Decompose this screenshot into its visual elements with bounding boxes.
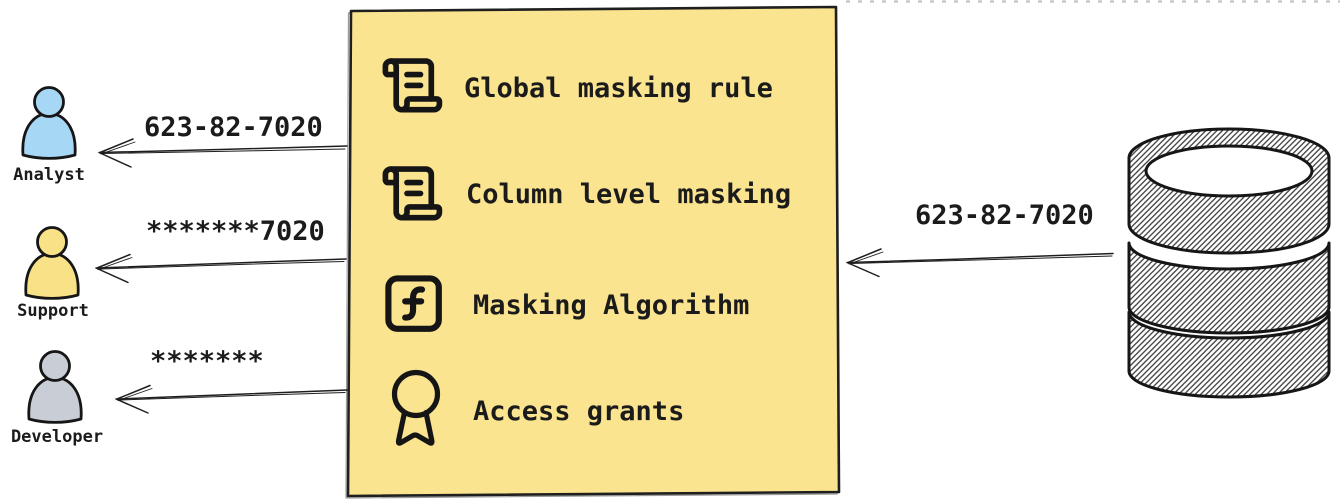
square-function-icon: [385, 275, 442, 332]
masking-box: [345, 5, 841, 499]
masking-box-item-access-grants: Access grants: [473, 396, 685, 427]
support-figure: [24, 226, 80, 300]
masking-box-item-column-masking: Column level masking: [466, 179, 792, 210]
scroll-text-icon: [382, 58, 443, 113]
database-arrow-value: 623-82-7020: [915, 200, 1094, 231]
support-arrow-value: *******7020: [146, 216, 325, 247]
scroll-text-icon: [382, 166, 443, 221]
arrow-box-to-developer: [115, 384, 348, 414]
database-middle-band: [1127, 241, 1331, 335]
arrow-box-to-support: [95, 253, 347, 284]
masking-box-rect: [346, 5, 841, 498]
developer-label: Developer: [10, 427, 104, 447]
developer-arrow-value: *******: [150, 346, 264, 377]
database-icon: [1127, 127, 1331, 399]
award-icon: [391, 369, 441, 446]
analyst-label: Analyst: [13, 165, 85, 185]
database-opening: [1144, 144, 1314, 198]
database-bottom-band: [1127, 310, 1331, 399]
support-label: Support: [17, 301, 89, 321]
masking-box-item-global-rule: Global masking rule: [464, 73, 773, 104]
analyst-figure: [21, 86, 77, 160]
arrow-box-to-analyst: [98, 138, 348, 168]
analyst-arrow-value: 623-82-7020: [144, 112, 323, 143]
developer-figure: [27, 350, 83, 424]
arrow-database-to-box: [846, 248, 1114, 278]
masking-box-item-algorithm: Masking Algorithm: [473, 290, 750, 321]
